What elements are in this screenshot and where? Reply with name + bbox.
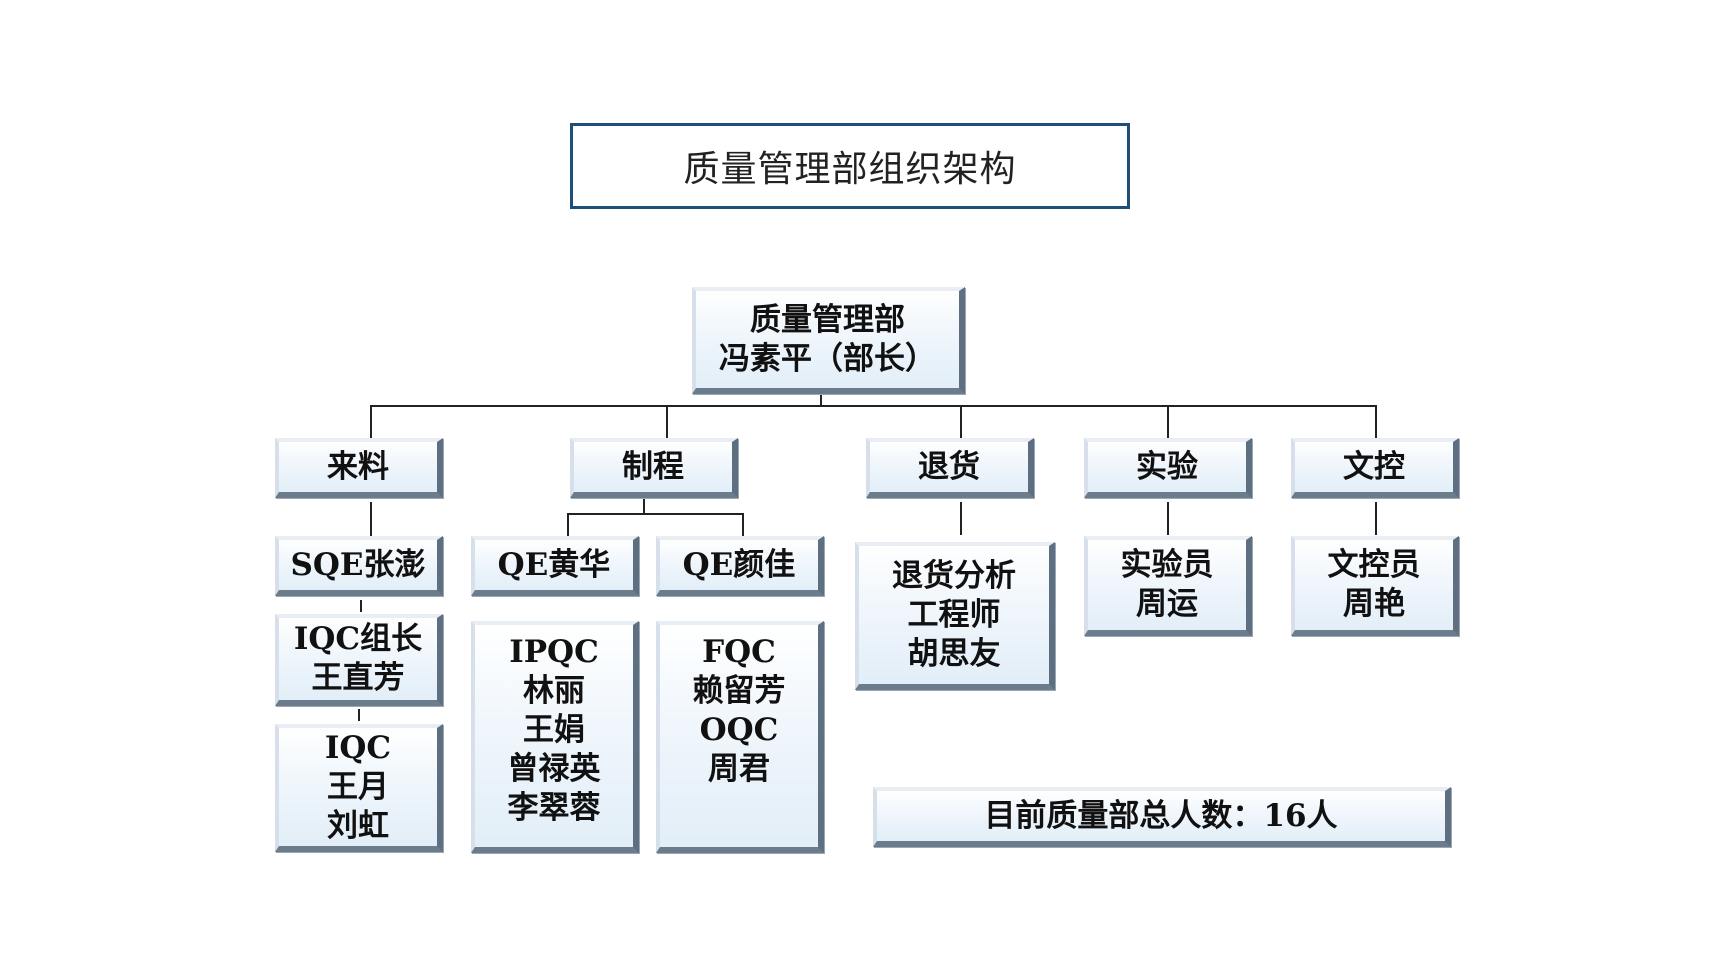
connector-line — [1167, 502, 1169, 535]
node-line: 周运 — [1136, 586, 1198, 622]
node-line: IQC组长 — [293, 621, 423, 657]
node-line: 王娟 — [523, 712, 585, 748]
root-dept-name: 质量管理部 — [750, 301, 905, 338]
connector-line — [643, 497, 645, 514]
node-ipqc: IPQC 林丽 王娟 曾禄英 李翠蓉 — [471, 621, 639, 853]
node-line: 赖留芳 — [692, 673, 786, 709]
connector-line — [666, 405, 668, 438]
node-line: 周君 — [708, 751, 770, 787]
node-doc-control-staff: 文控员 周艳 — [1291, 536, 1459, 636]
section-process: 制程 — [570, 438, 738, 498]
connector-line — [370, 405, 372, 438]
node-line: 曾禄英 — [507, 751, 601, 787]
node-line: 林丽 — [523, 673, 585, 709]
section-returns: 退货 — [866, 438, 1034, 498]
node-qe-huanghua: QE黄华 — [471, 536, 639, 596]
node-iqc: IQC 王月 刘虹 — [275, 724, 443, 852]
section-label: 来料 — [327, 448, 389, 485]
connector-line — [370, 502, 372, 536]
section-label: 文控 — [1343, 448, 1405, 485]
connector-line — [567, 513, 743, 515]
node-sqe: SQE张澎 — [275, 536, 443, 596]
node-line: SQE张澎 — [290, 546, 426, 583]
connector-line — [370, 405, 1377, 407]
node-line: 王直芳 — [311, 660, 405, 696]
node-line: 工程师 — [907, 596, 1001, 633]
connector-line — [1375, 502, 1377, 535]
section-label: 制程 — [622, 448, 684, 485]
node-line: 实验员 — [1120, 547, 1214, 583]
node-line: 退货分析 — [892, 557, 1016, 594]
connector-line — [820, 393, 822, 406]
node-iqc-lead: IQC组长 王直芳 — [275, 614, 443, 706]
node-line: 王月 — [327, 768, 389, 805]
node-line: QE黄华 — [497, 546, 611, 583]
node-lab-staff: 实验员 周运 — [1084, 536, 1252, 636]
section-incoming: 来料 — [275, 438, 443, 498]
node-line: 刘虹 — [327, 807, 389, 844]
node-line: FQC — [702, 634, 776, 670]
root-node-quality-dept: 质量管理部 冯素平（部长） — [692, 287, 965, 394]
connector-line — [960, 405, 962, 438]
section-doc-control: 文控 — [1291, 438, 1459, 498]
headcount-summary: 目前质量部总人数：16人 — [873, 787, 1451, 847]
connector-line — [358, 709, 360, 721]
node-returns-engineer: 退货分析 工程师 胡思友 — [855, 542, 1055, 690]
root-head-name: 冯素平（部长） — [719, 340, 936, 377]
connector-line — [360, 600, 362, 612]
section-lab: 实验 — [1084, 438, 1252, 498]
node-line: 文控员 — [1327, 547, 1421, 583]
connector-line — [1167, 405, 1169, 438]
node-line: QE颜佳 — [682, 546, 796, 583]
connector-line — [1375, 405, 1377, 438]
node-fqc-oqc: FQC 赖留芳 OQC 周君 — [656, 621, 824, 853]
connector-line — [742, 513, 744, 537]
section-label: 退货 — [918, 448, 980, 485]
node-line: 周艳 — [1343, 586, 1405, 622]
section-label: 实验 — [1136, 448, 1198, 485]
connector-line — [960, 502, 962, 535]
connector-line — [567, 513, 569, 537]
chart-title-box: 质量管理部组织架构 — [570, 123, 1130, 209]
node-line: IPQC — [509, 634, 599, 670]
node-line: IQC — [324, 729, 392, 766]
chart-title: 质量管理部组织架构 — [683, 149, 1017, 190]
node-line: OQC — [699, 712, 779, 748]
node-qe-yanjia: QE颜佳 — [656, 536, 824, 596]
node-line: 胡思友 — [907, 635, 1001, 672]
node-line: 李翠蓉 — [507, 790, 601, 826]
summary-text: 目前质量部总人数：16人 — [984, 797, 1338, 834]
